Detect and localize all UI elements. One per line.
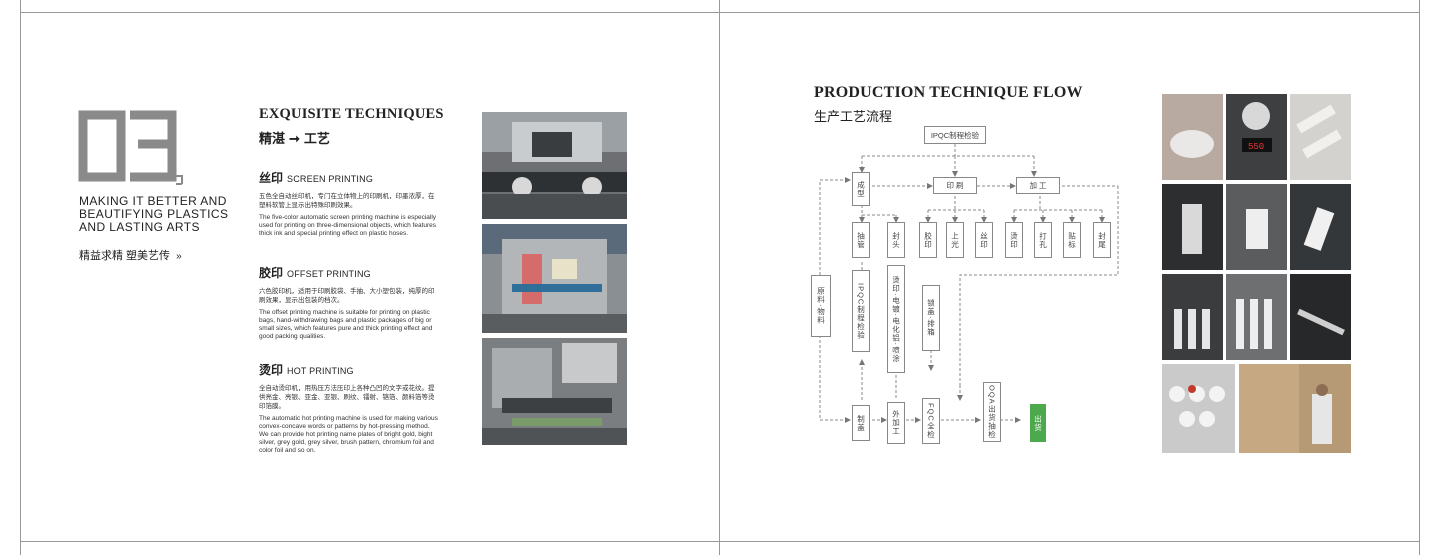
flow-title: PRODUCTION TECHNIQUE FLOW (814, 84, 1083, 101)
frame-right-line (1419, 0, 1420, 555)
flow-node-offset: 胶印 (919, 222, 937, 258)
flow-node-seal: 封尾 (1093, 222, 1111, 258)
flow-node-hot: 烫印 (1005, 222, 1023, 258)
tagline-line-3: AND LASTING ARTS (79, 220, 200, 234)
flow-node-plating: 烫印·电镀·电化铝·喷涂 (887, 265, 905, 373)
flow-node-raw: 原料·物料 (811, 275, 831, 337)
flow-node-cap: 封头 (887, 222, 905, 258)
technique-en-title: HOT PRINTING (287, 366, 354, 376)
flow-node-forming: 成型 (852, 172, 870, 206)
technique-cn-title: 胶印 (259, 266, 284, 280)
section-title: EXQUISITE TECHNIQUES (259, 106, 444, 122)
flow-node-ipqc-top: IPQC制程检验 (924, 126, 986, 144)
technique-en-title: SCREEN PRINTING (287, 174, 374, 184)
svg-text:550: 550 (1248, 142, 1264, 152)
arrow-right-icon: ➞ (289, 131, 300, 146)
chapter-number-graphic (78, 110, 183, 185)
section-subtitle: 精湛➞工艺 (259, 128, 330, 147)
section-sub-right: 工艺 (303, 131, 330, 146)
flow-node-silk: 丝印 (975, 222, 993, 258)
flow-node-lock: 锁盖·排箱 (922, 285, 940, 351)
hot-printing-machine-photo (482, 338, 627, 445)
technique-cn-title: 丝印 (259, 171, 284, 185)
frame-left-line (20, 0, 21, 555)
section-sub-left: 精湛 (259, 131, 286, 146)
chapter-motto: 精益求精 塑美艺传 » (79, 247, 182, 263)
frame-top-line (20, 12, 1420, 13)
chapter-tagline: MAKING IT BETTER AND BEAUTIFYING PLASTIC… (79, 195, 228, 234)
technique-en-desc: The automatic hot printing machine is us… (259, 415, 438, 454)
tagline-line-2: BEAUTIFYING PLASTICS (79, 207, 229, 221)
flow-node-gloss: 上光 (946, 222, 964, 258)
motto-text: 精益求精 塑美艺传 (79, 250, 171, 262)
technique-cn-title: 烫印 (259, 363, 284, 377)
screen-printing-machine-photo (482, 112, 627, 219)
flow-node-outsource: 外加工 (887, 402, 905, 444)
technique-cn-desc: 五色全自动丝印机，专门在立体物上的印刷机，印墨浓厚，在塑料软管上显示出特殊印刷效… (259, 193, 435, 209)
flow-connectors (819, 144, 1119, 423)
product-photo-grid: 550 (1162, 94, 1351, 453)
frame-bottom-line (20, 541, 1420, 542)
flow-subtitle: 生产工艺流程 (814, 109, 893, 124)
technique-en-desc: The five-color automatic screen printing… (259, 214, 437, 237)
flow-node-ipqc-mid: IPQC制程检验 (852, 270, 870, 352)
offset-printing-machine-photo (482, 224, 627, 333)
flow-node-label: 贴标 (1063, 222, 1081, 258)
flow-node-extrude: 抽管 (852, 222, 870, 258)
flow-node-processing: 加 工 (1016, 177, 1060, 194)
tagline-line-1: MAKING IT BETTER AND (79, 194, 227, 208)
flow-node-punch: 打孔 (1034, 222, 1052, 258)
technique-cn-desc: 六色胶印机，适用于印刷胶袋、手抽、大小塑包装，纯厚的印刷效果，显示出包装的档次。 (259, 288, 435, 304)
technique-en-title: OFFSET PRINTING (287, 269, 371, 279)
flow-node-ship: 出货 (1030, 404, 1046, 442)
spine-line (719, 0, 720, 555)
flow-node-oqa: OQA出货抽检 (983, 382, 1001, 442)
flow-node-mould: 制盖 (852, 405, 870, 441)
double-chevron-icon: » (176, 251, 182, 262)
technique-cn-desc: 全自动烫印机，用热压方法压印上各种凸凹的文字或花纹。提供亮金、亮银、亚金、亚银、… (259, 385, 435, 410)
technique-en-desc: The offset printing machine is suitable … (259, 309, 433, 340)
flow-node-fqc: FQC全检 (922, 398, 940, 444)
flow-node-printing: 印 刷 (933, 177, 977, 194)
